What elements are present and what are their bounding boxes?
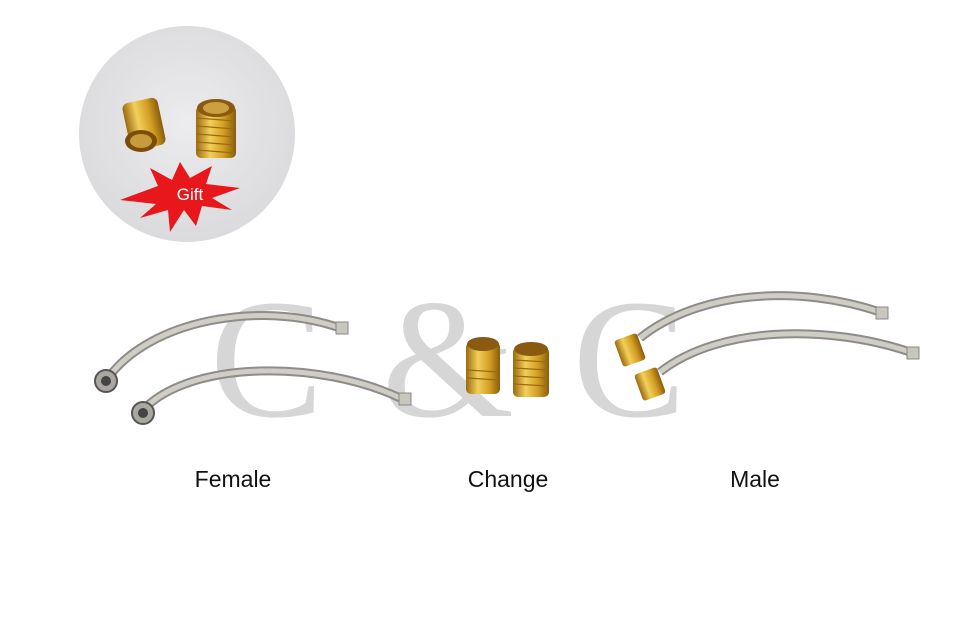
label-change: Change	[467, 466, 549, 492]
label-male: Male	[730, 466, 780, 492]
male-hoses	[614, 291, 920, 401]
gift-fitting-left	[122, 97, 166, 152]
change-fittings	[466, 337, 549, 397]
female-hoses	[94, 310, 412, 425]
gift-text: Gift	[177, 185, 204, 204]
gift-starburst	[120, 162, 240, 232]
gift-fitting-right	[196, 99, 236, 158]
gift-inset	[79, 26, 295, 242]
watermark: C & C	[210, 265, 694, 453]
label-female: Female	[194, 466, 272, 492]
